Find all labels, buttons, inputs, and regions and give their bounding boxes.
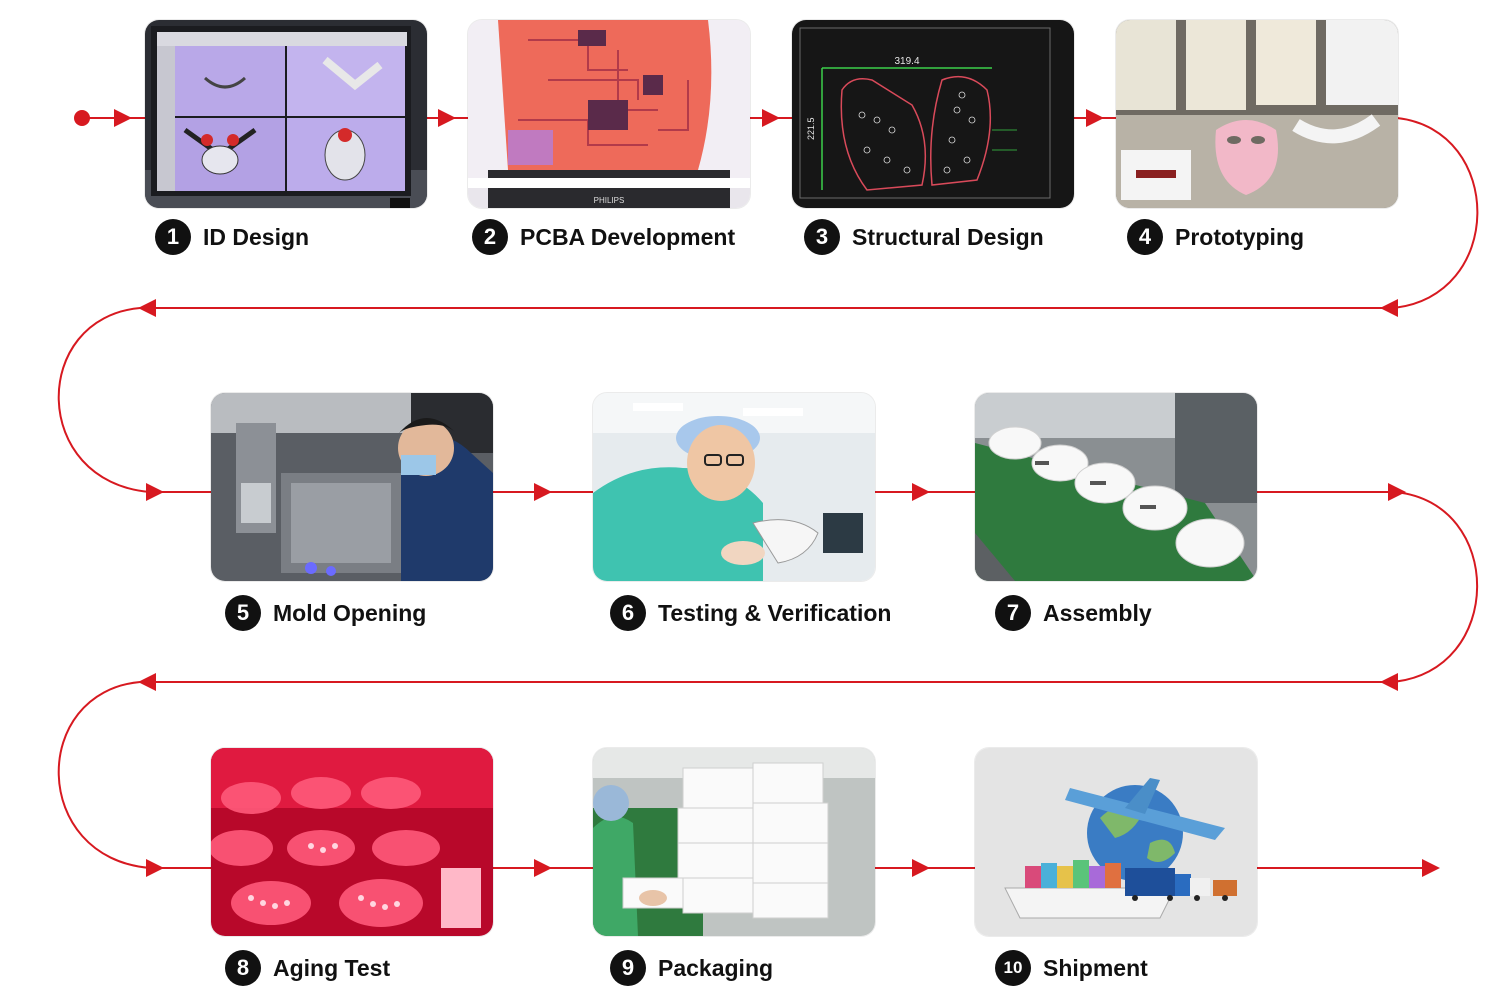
mold-opening-photo — [211, 393, 493, 581]
step-8-title: Aging Test — [273, 954, 391, 981]
flow-start-dot — [74, 110, 90, 126]
shipment-photo — [975, 748, 1257, 936]
step-2-badge: 2 — [472, 219, 508, 255]
step-6-label: 6 Testing & Verification — [610, 593, 891, 633]
step-9-badge: 9 — [610, 950, 646, 986]
step-4-title: Prototyping — [1175, 223, 1305, 250]
step-10-badge: 10 — [995, 950, 1031, 986]
step-2-label: 2 PCBA Development — [472, 217, 735, 257]
prototyping-photo — [1116, 20, 1398, 208]
step-9-title: Packaging — [658, 954, 774, 981]
step-4-label: 4 Prototyping — [1127, 217, 1304, 257]
assembly-photo — [975, 393, 1257, 581]
dimension-width-text: 319.4 — [894, 56, 919, 67]
step-10-label: 10 Shipment — [995, 948, 1148, 988]
dimension-height-text: 221.5 — [806, 117, 816, 140]
step-3-badge: 3 — [804, 219, 840, 255]
packaging-photo — [593, 748, 875, 936]
step-3-label: 3 Structural Design — [804, 217, 1044, 257]
step-6-badge: 6 — [610, 595, 646, 631]
step-4-badge: 4 — [1127, 219, 1163, 255]
step-1-label: 1 ID Design — [155, 217, 309, 257]
step-5-title: Mold Opening — [273, 599, 427, 626]
testing-verification-photo — [593, 393, 875, 581]
step-2-title: PCBA Development — [520, 223, 736, 250]
structural-design-photo: 319.4 221.5 — [792, 20, 1074, 208]
step-9-label: 9 Packaging — [610, 948, 773, 988]
pcba-development-photo: PHILIPS — [468, 20, 750, 208]
monitor-brand-text: PHILIPS — [594, 196, 625, 205]
step-7-label: 7 Assembly — [995, 593, 1152, 633]
step-7-title: Assembly — [1043, 599, 1152, 626]
step-8-badge: 8 — [225, 950, 261, 986]
id-design-photo — [145, 20, 427, 208]
step-10-title: Shipment — [1043, 954, 1148, 981]
flow-arrowheads — [114, 109, 1440, 877]
step-5-badge: 5 — [225, 595, 261, 631]
step-8-label: 8 Aging Test — [225, 948, 390, 988]
step-7-badge: 7 — [995, 595, 1031, 631]
step-1-badge: 1 — [155, 219, 191, 255]
step-6-title: Testing & Verification — [658, 599, 892, 626]
aging-test-photo — [211, 748, 493, 936]
step-3-title: Structural Design — [852, 223, 1044, 250]
step-1-title: ID Design — [203, 223, 310, 250]
step-5-label: 5 Mold Opening — [225, 593, 426, 633]
